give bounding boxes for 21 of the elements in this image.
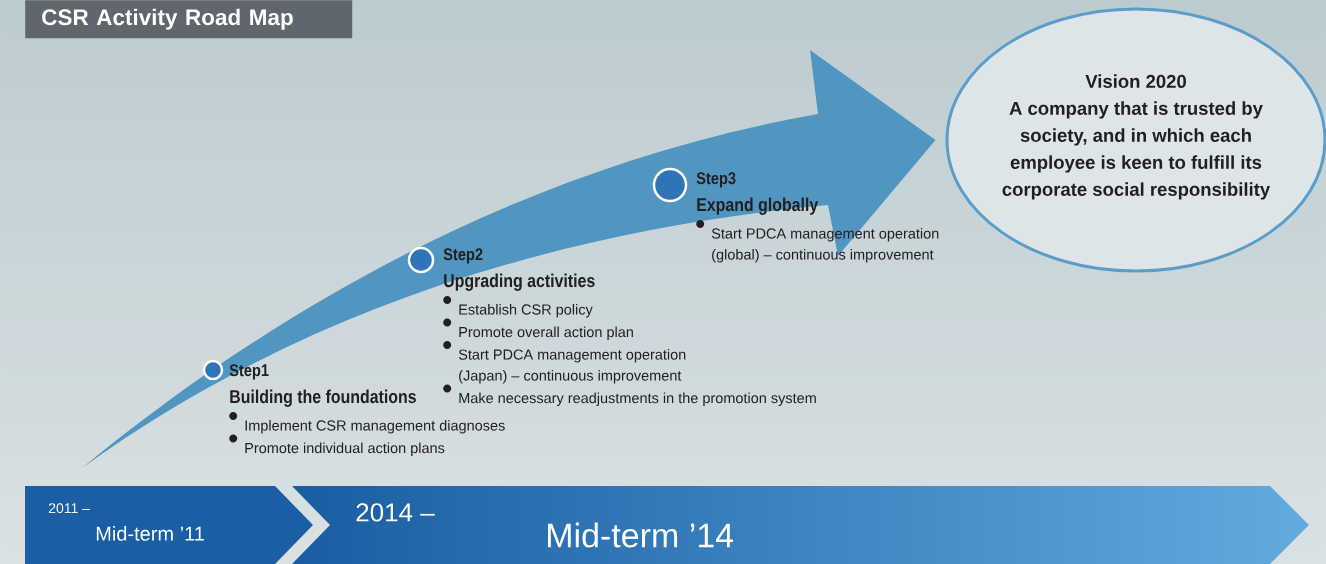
- period-label: Mid-term ’11: [96, 526, 204, 541]
- bullet-item: Make necessary readjustments in the promotion system: [443, 384, 816, 407]
- year-label: 2011 –: [48, 503, 90, 514]
- period-label: Mid-term ’14: [548, 522, 734, 548]
- step-title: Building the foundations: [230, 389, 416, 407]
- chevron-band: [25, 486, 313, 564]
- bullet-item: Start PDCA management operation (Japan) – continuous improvement: [443, 341, 686, 384]
- year-label: 2014 –: [356, 503, 435, 522]
- bullet-item: Implement CSR management diagnoses: [229, 412, 505, 434]
- step-number: Step2: [443, 248, 483, 264]
- curved-arrow: [82, 50, 936, 468]
- vision-heading: Vision 2020: [1085, 74, 1186, 88]
- bullet-item: Promote individual action plans: [229, 434, 445, 457]
- step-number: Step1: [229, 364, 269, 380]
- bullet-item: Establish CSR policy: [443, 296, 593, 318]
- title-banner: CSR Activity Road Map: [25, 0, 353, 39]
- vision-statement: A company that is trusted by society, and in which each employee is keen to fulfill its corporate social responsibility: [1002, 101, 1271, 200]
- bullet-item: Promote overall action plan: [443, 318, 633, 341]
- step-title: Upgrading activities: [444, 273, 595, 291]
- vision-ellipse: [945, 7, 1326, 273]
- step-number: Step3: [696, 172, 736, 188]
